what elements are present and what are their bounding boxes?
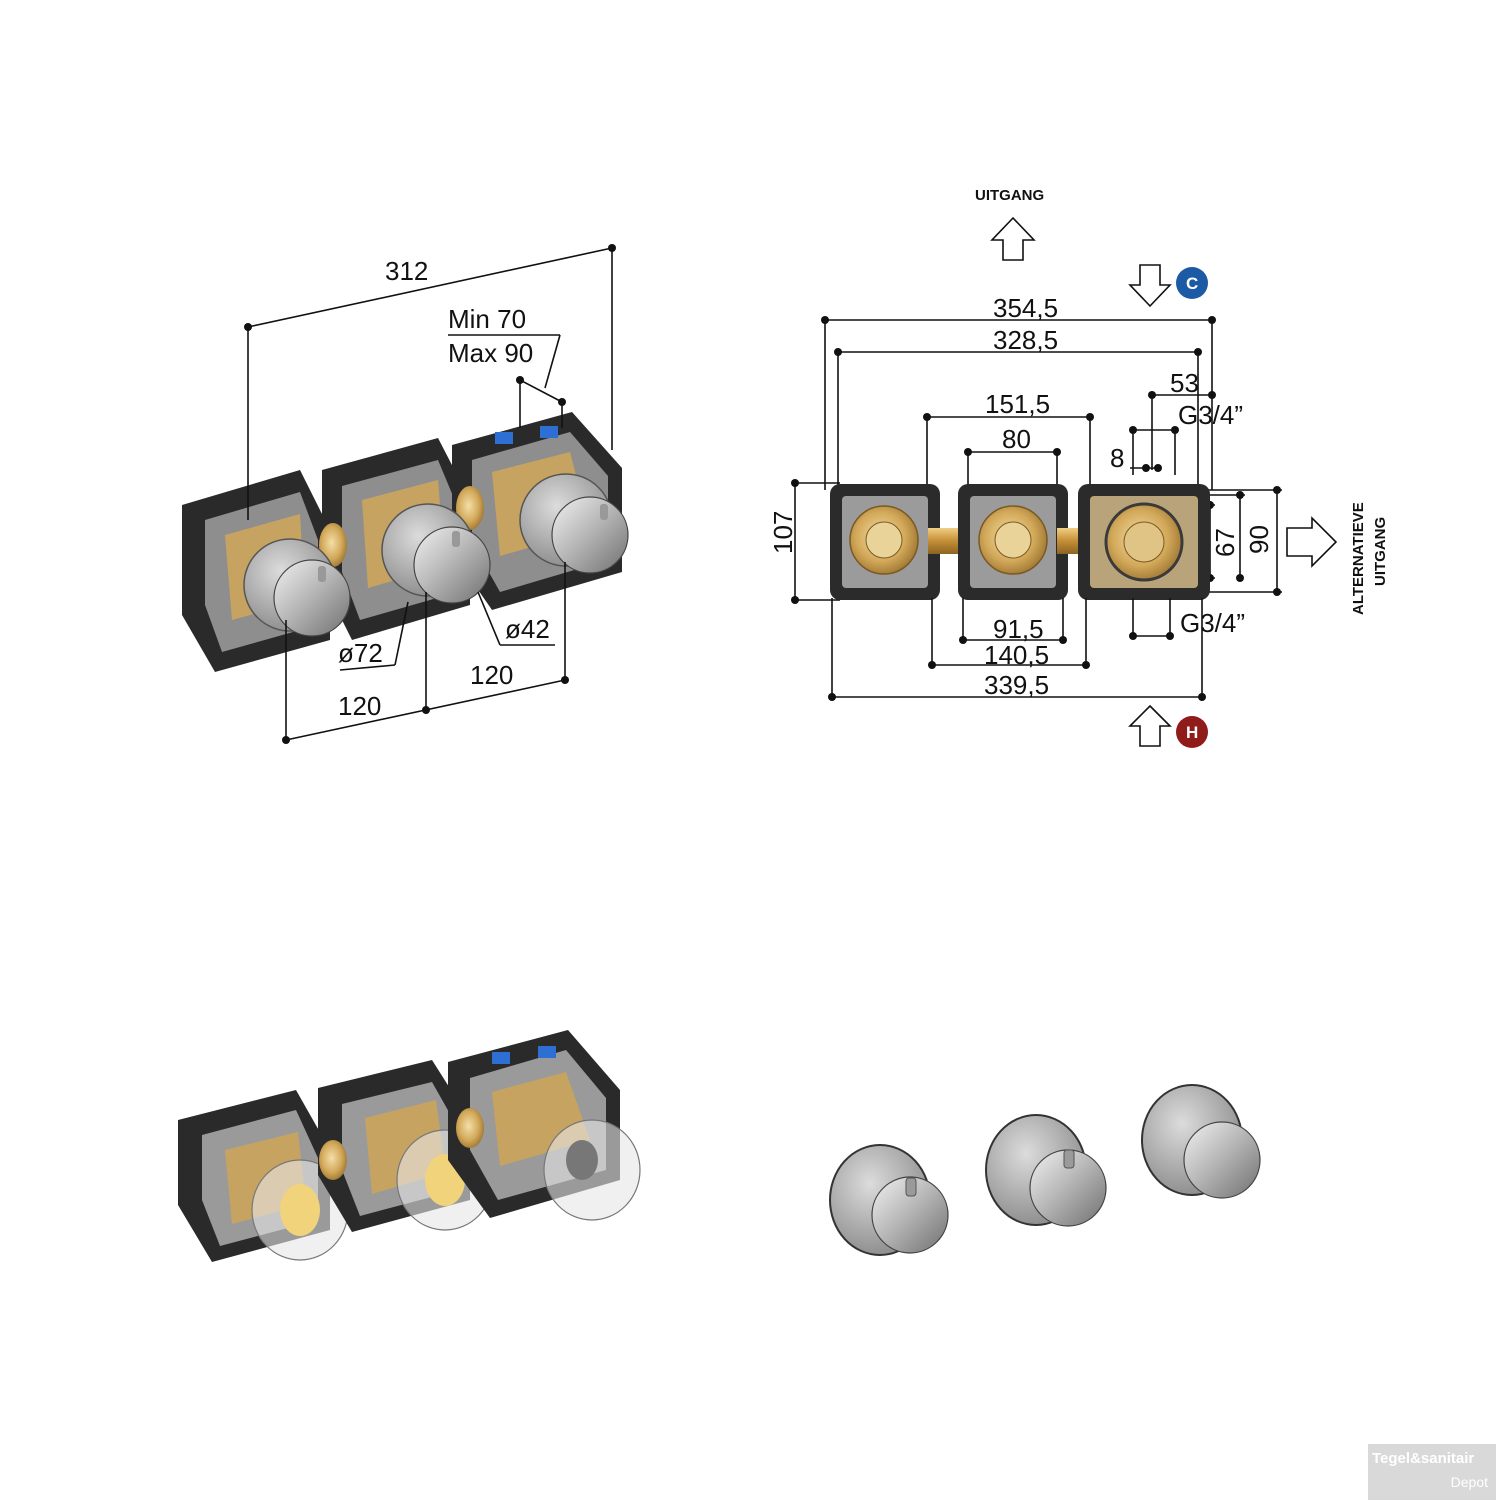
label-spacing-1: 120 bbox=[338, 691, 381, 721]
front-unit-3 bbox=[1078, 484, 1210, 600]
top-right-view: UITGANG C 354,5 328,5 bbox=[768, 187, 1389, 748]
cold-badge-label: C bbox=[1186, 274, 1198, 293]
dimension-91-5: 91,5 bbox=[959, 598, 1067, 644]
label-90: 90 bbox=[1244, 525, 1274, 554]
arrow-right-alt-outlet-icon bbox=[1286, 516, 1338, 568]
dimension-8: 8 bbox=[1110, 443, 1162, 473]
label-alt-line1: ALTERNATIEVE bbox=[1350, 502, 1367, 615]
label-g34-top: G3/4” bbox=[1178, 400, 1243, 430]
dimension-140-5: 140,5 bbox=[928, 598, 1090, 670]
dimension-80: 80 bbox=[964, 424, 1061, 490]
ghost-connector-1 bbox=[319, 1140, 347, 1180]
bottom-left-view bbox=[178, 1030, 641, 1262]
dimension-339-5: 339,5 bbox=[828, 598, 1206, 701]
label-91-5: 91,5 bbox=[993, 614, 1044, 644]
trim-knob-3 bbox=[1141, 1084, 1261, 1199]
label-151-5: 151,5 bbox=[985, 389, 1050, 419]
label-alt-line2: UITGANG bbox=[1372, 517, 1389, 586]
watermark-line1: Tegel&sanitair bbox=[1372, 1450, 1475, 1467]
dimension-107: 107 bbox=[768, 479, 840, 604]
label-uitgang: UITGANG bbox=[975, 187, 1044, 204]
top-left-view: 312 Min 70 Max 90 ø72 ø42 bbox=[182, 244, 629, 744]
dimension-312: 312 bbox=[244, 244, 616, 520]
label-339-5: 339,5 bbox=[984, 670, 1049, 700]
trim-knob-1 bbox=[829, 1144, 949, 1256]
front-unit-1 bbox=[830, 484, 940, 600]
ghost-connector-2 bbox=[456, 1108, 484, 1148]
hot-badge-label: H bbox=[1186, 723, 1198, 742]
arrow-up-outlet-icon bbox=[990, 216, 1036, 261]
ghost-housing-3 bbox=[448, 1030, 641, 1221]
dimension-53: 53 bbox=[1148, 368, 1216, 470]
dimension-328-5: 328,5 bbox=[834, 325, 1202, 490]
dimension-g34-top: G3/4” bbox=[1129, 400, 1243, 475]
label-80: 80 bbox=[1002, 424, 1031, 454]
dimension-g34-bottom: G3/4” bbox=[1129, 598, 1245, 640]
control-2 bbox=[381, 503, 491, 604]
dimension-outer-right bbox=[1200, 486, 1282, 596]
watermark-line2: Depot bbox=[1450, 1474, 1488, 1490]
control-1 bbox=[243, 538, 351, 637]
dimension-354-5: 354,5 bbox=[821, 293, 1216, 490]
label-53: 53 bbox=[1170, 368, 1199, 398]
connector-2 bbox=[456, 486, 484, 530]
label-354-5: 354,5 bbox=[993, 293, 1058, 323]
label-dia-42: ø42 bbox=[505, 614, 550, 644]
dimension-depth: Min 70 Max 90 bbox=[448, 304, 566, 428]
hot-badge: H bbox=[1176, 716, 1208, 748]
label-g34-bottom: G3/4” bbox=[1180, 608, 1245, 638]
dimension-151-5: 151,5 bbox=[923, 389, 1094, 490]
dimension-diameters: ø72 ø42 bbox=[338, 591, 555, 671]
label-min-70: Min 70 bbox=[448, 304, 526, 334]
ghost-housing-2 bbox=[318, 1060, 494, 1232]
dimension-spacing: 120 120 bbox=[282, 562, 569, 744]
arrow-down-cold-icon bbox=[1128, 264, 1172, 308]
watermark-logo: Tegel&sanitair Depot bbox=[1368, 1444, 1496, 1500]
label-spacing-2: 120 bbox=[470, 660, 513, 690]
label-67: 67 bbox=[1210, 528, 1240, 557]
ghost-housing-1 bbox=[178, 1090, 349, 1262]
trim-knob-2 bbox=[985, 1114, 1107, 1227]
label-328-5: 328,5 bbox=[993, 325, 1058, 355]
bottom-right-view bbox=[829, 1084, 1261, 1256]
label-312: 312 bbox=[385, 256, 428, 286]
label-dia-72: ø72 bbox=[338, 638, 383, 668]
front-unit-2 bbox=[958, 484, 1068, 600]
label-140-5: 140,5 bbox=[984, 640, 1049, 670]
cold-badge: C bbox=[1176, 267, 1208, 299]
label-107: 107 bbox=[768, 511, 798, 554]
control-3 bbox=[519, 473, 629, 574]
label-max-90: Max 90 bbox=[448, 338, 533, 368]
label-8: 8 bbox=[1110, 443, 1124, 473]
arrow-up-hot-icon bbox=[1128, 704, 1172, 747]
